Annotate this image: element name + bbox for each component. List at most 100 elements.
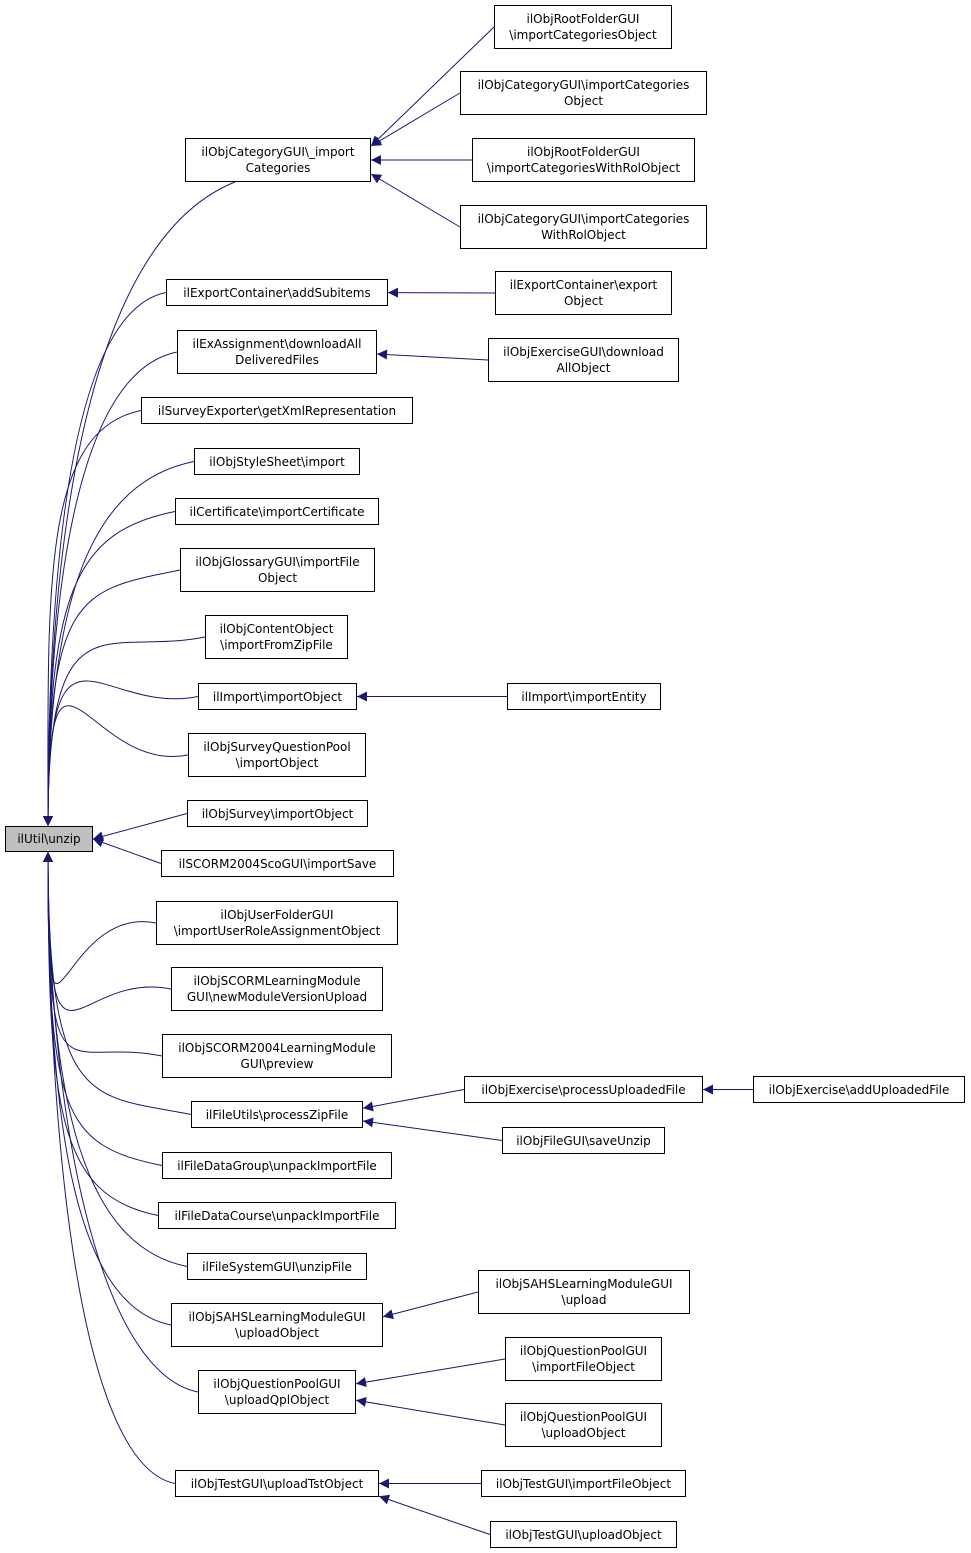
node-style-import[interactable]: ilObjStyleSheet\import (194, 448, 360, 475)
edge-qpl_upload-to-root (43, 851, 199, 1393)
node-exassign-dl[interactable]: ilExAssignment\downloadAll DeliveredFile… (177, 330, 377, 374)
edge-sahs_upload-to-sahs_uploadobj (382, 1291, 479, 1320)
node-cat-import-cat[interactable]: ilObjCategoryGUI\importCategories Object (460, 71, 707, 115)
edge-survey_import-to-root (92, 813, 188, 842)
node-label: ilObjGlossaryGUI\importFile Object (195, 555, 360, 585)
edge-userfolder-to-root (43, 851, 157, 984)
node-tst-importfile[interactable]: ilObjTestGUI\importFileObject (481, 1470, 686, 1497)
edge-cert_import-to-root (43, 511, 176, 827)
node-label: ilSCORM2004ScoGUI\importSave (178, 856, 377, 871)
node-import-entity[interactable]: ilImport\importEntity (507, 683, 661, 710)
node-qpl-uploadobj[interactable]: ilObjQuestionPoolGUI \uploadObject (505, 1403, 662, 1447)
node-label: ilObjStyleSheet\import (209, 454, 345, 469)
node-label: ilObjRootFolderGUI \importCategoriesWith… (486, 145, 681, 175)
node-content-zip[interactable]: ilObjContentObject \importFromZipFile (205, 615, 348, 659)
node-label: ilExportContainer\export Object (509, 278, 658, 308)
edge-content_zip-to-root (43, 636, 206, 827)
node-label: ilObjSCORM2004LearningModule GUI\preview (178, 1041, 376, 1071)
node-label: ilFileDataCourse\unpackImportFile (174, 1208, 380, 1223)
node-survey-xml[interactable]: ilSurveyExporter\getXmlRepresentation (141, 397, 413, 424)
edge-exercise_dl-to-exassign_dl (376, 349, 489, 361)
edge-tst_upload-to-root (43, 851, 176, 1484)
node-import-obj[interactable]: ilImport\importObject (198, 683, 357, 710)
node-cat-import-rol[interactable]: ilObjCategoryGUI\importCategories WithRo… (460, 205, 707, 249)
node-label: ilObjExerciseGUI\download AllObject (503, 345, 664, 375)
node-sahs-uploadobj[interactable]: ilObjSAHSLearningModuleGUI \uploadObject (171, 1303, 383, 1347)
node-label: ilExAssignment\downloadAll DeliveredFile… (192, 337, 362, 367)
node-label: ilObjUserFolderGUI \importUserRoleAssign… (173, 908, 381, 938)
edge-filegui_unzip-to-fileutils_zip (362, 1117, 503, 1141)
node-survey-import[interactable]: ilObjSurvey\importObject (187, 800, 368, 827)
node-label: ilImport\importObject (212, 689, 343, 704)
node-root[interactable]: ilUtil\unzip (5, 826, 93, 852)
node-label: ilFileUtils\processZipFile (205, 1107, 349, 1122)
node-label: ilObjSCORMLearningModule GUI\newModuleVe… (186, 974, 368, 1004)
edge-qpl_importfile-to-qpl_upload (355, 1358, 506, 1388)
node-fdgroup[interactable]: ilFileDataGroup\unpackImportFile (162, 1152, 392, 1179)
edge-style_import-to-root (43, 461, 195, 827)
edge-qpl_uploadobj-to-qpl_upload (355, 1396, 506, 1426)
node-exercise-add[interactable]: ilObjExercise\addUploadedFile (753, 1076, 965, 1103)
node-cert-import[interactable]: ilCertificate\importCertificate (175, 498, 379, 525)
node-label: ilObjExercise\addUploadedFile (768, 1082, 950, 1097)
node-label: ilFileDataGroup\unpackImportFile (177, 1158, 377, 1173)
node-label: ilObjQuestionPoolGUI \uploadObject (519, 1410, 648, 1440)
node-label: ilObjCategoryGUI\_import Categories (201, 145, 355, 175)
node-exercise-process[interactable]: ilObjExercise\processUploadedFile (464, 1076, 703, 1103)
edge-import_obj-to-root (43, 680, 199, 827)
edge-scorm_sco-to-root (92, 837, 162, 864)
node-label: ilObjRootFolderGUI \importCategoriesObje… (509, 12, 657, 42)
node-label: ilObjContentObject \importFromZipFile (219, 622, 334, 652)
node-export-add[interactable]: ilExportContainer\addSubitems (166, 279, 388, 306)
node-label: ilObjQuestionPoolGUI \importFileObject (519, 1344, 648, 1374)
node-scorm-lm[interactable]: ilObjSCORMLearningModule GUI\newModuleVe… (171, 967, 383, 1011)
edge-root_import_cat-to-cat_import (370, 26, 495, 147)
node-label: ilObjCategoryGUI\importCategories WithRo… (477, 212, 690, 242)
node-scorm-sco[interactable]: ilSCORM2004ScoGUI\importSave (161, 850, 394, 877)
edge-exercise_process-to-fileutils_zip (362, 1089, 465, 1112)
node-sqpool-import[interactable]: ilObjSurveyQuestionPool \importObject (188, 733, 366, 777)
node-label: ilObjSurvey\importObject (201, 806, 354, 821)
node-root-import-rol[interactable]: ilObjRootFolderGUI \importCategoriesWith… (472, 138, 695, 182)
node-label: ilObjSAHSLearningModuleGUI \upload (495, 1277, 673, 1307)
node-label: ilFileSystemGUI\unzipFile (202, 1259, 352, 1274)
edge-tst_uploadobj-to-tst_upload (378, 1494, 491, 1535)
node-label: ilObjSAHSLearningModuleGUI \uploadObject (188, 1310, 366, 1340)
node-label: ilUtil\unzip (17, 832, 81, 846)
node-fsgui[interactable]: ilFileSystemGUI\unzipFile (187, 1253, 367, 1280)
node-userfolder[interactable]: ilObjUserFolderGUI \importUserRoleAssign… (156, 901, 398, 945)
node-cat-import[interactable]: ilObjCategoryGUI\_import Categories (185, 138, 371, 182)
edge-export_add-to-root (43, 292, 167, 827)
node-scorm2004-preview[interactable]: ilObjSCORM2004LearningModule GUI\preview (162, 1034, 392, 1078)
node-label: ilObjTestGUI\uploadObject (505, 1527, 662, 1542)
node-fileutils-zip[interactable]: ilFileUtils\processZipFile (191, 1101, 363, 1128)
node-label: ilImport\importEntity (521, 689, 647, 704)
node-export-obj[interactable]: ilExportContainer\export Object (495, 271, 672, 315)
edge-cat_import_rol-to-cat_import (370, 173, 461, 228)
node-sahs-upload[interactable]: ilObjSAHSLearningModuleGUI \upload (478, 1270, 690, 1314)
node-filegui-unzip[interactable]: ilObjFileGUI\saveUnzip (502, 1127, 665, 1154)
node-label: ilSurveyExporter\getXmlRepresentation (157, 403, 397, 418)
node-gloss-import[interactable]: ilObjGlossaryGUI\importFile Object (180, 548, 375, 592)
node-qpl-upload[interactable]: ilObjQuestionPoolGUI \uploadQplObject (198, 1370, 356, 1414)
node-label: ilExportContainer\addSubitems (183, 285, 371, 300)
node-tst-uploadobj[interactable]: ilObjTestGUI\uploadObject (490, 1521, 677, 1548)
node-qpl-importfile[interactable]: ilObjQuestionPoolGUI \importFileObject (505, 1337, 662, 1381)
node-fdcourse[interactable]: ilFileDataCourse\unpackImportFile (158, 1202, 396, 1229)
edge-gloss_import-to-root (43, 569, 181, 827)
edge-scorm2004_preview-to-root (43, 851, 163, 1057)
node-label: ilObjFileGUI\saveUnzip (516, 1133, 651, 1148)
node-root-import-cat[interactable]: ilObjRootFolderGUI \importCategoriesObje… (494, 5, 672, 49)
node-label: ilCertificate\importCertificate (189, 504, 365, 519)
node-tst-upload[interactable]: ilObjTestGUI\uploadTstObject (175, 1470, 379, 1497)
node-exercise-dl[interactable]: ilObjExerciseGUI\download AllObject (488, 338, 679, 382)
node-label: ilObjTestGUI\uploadTstObject (190, 1476, 364, 1491)
node-label: ilObjExercise\processUploadedFile (481, 1082, 686, 1097)
edge-cat_import_cat-to-cat_import (370, 92, 461, 147)
node-label: ilObjTestGUI\importFileObject (495, 1476, 672, 1491)
edge-sqpool_import-to-root (43, 705, 189, 827)
node-label: ilObjSurveyQuestionPool \importObject (203, 740, 351, 770)
node-label: ilObjQuestionPoolGUI \uploadQplObject (213, 1377, 341, 1407)
